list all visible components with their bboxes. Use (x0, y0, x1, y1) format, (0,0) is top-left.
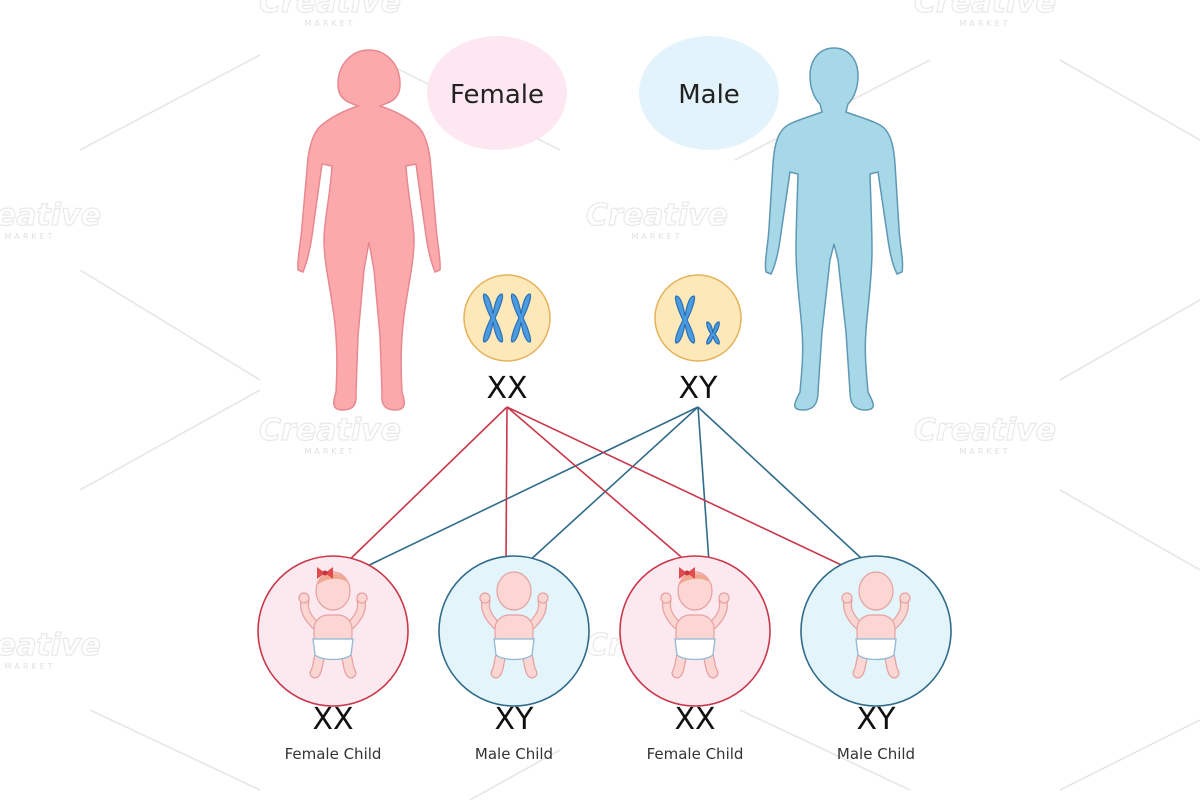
svg-text:MARKET: MARKET (959, 447, 1010, 456)
svg-text:Creative: Creative (914, 0, 1056, 20)
female-parent: Female (297, 36, 567, 411)
svg-text:Creative: Creative (914, 413, 1056, 448)
child-2: XY Male Child (438, 555, 590, 763)
father-link (697, 406, 875, 571)
mother-link (505, 406, 508, 563)
mother-link (338, 406, 508, 571)
child-label: Male Child (837, 745, 915, 763)
father-link (527, 406, 699, 563)
male-parent: Male (639, 36, 904, 411)
father-link (697, 406, 710, 563)
male-label: Male (678, 80, 740, 110)
child-1: XX Female Child (257, 555, 409, 763)
male-label-bubble (639, 36, 779, 150)
svg-text:Creative: Creative (259, 0, 401, 20)
female-label-bubble (427, 36, 567, 150)
svg-text:MARKET: MARKET (304, 19, 355, 28)
male-chromosome-circle (654, 274, 742, 362)
female-chromosomes: XX (463, 274, 551, 406)
child-genotype: XY (495, 702, 535, 737)
hair-bow-icon (317, 567, 333, 579)
baby-icon (298, 567, 368, 679)
child-genotype: XX (312, 702, 353, 737)
female-label: Female (450, 80, 544, 110)
baby-icon (841, 571, 911, 679)
male-genotype: XY (679, 371, 719, 406)
svg-text:MARKET: MARKET (959, 19, 1010, 28)
child-label: Female Child (647, 745, 744, 763)
hair-bow-icon (679, 567, 695, 579)
svg-text:Creative: Creative (259, 413, 401, 448)
chromosome-icon (674, 295, 720, 345)
man-silhouette-icon (764, 47, 904, 411)
watermark-lines (79, 54, 1200, 800)
child-label: Female Child (285, 745, 382, 763)
female-chromosome-circle (463, 274, 551, 362)
children: XX Female Child XY Male Child XX Female Child… (257, 555, 952, 763)
father-link (358, 406, 699, 571)
svg-text:Creative: Creative (586, 198, 728, 233)
svg-text:Creative: Creative (0, 628, 101, 663)
svg-text:MARKET: MARKET (4, 232, 55, 241)
female-genotype: XX (486, 371, 527, 406)
watermark-logos: CreativeMARKETCreativeMARKETCreativeMARK… (0, 0, 1057, 671)
svg-text:Creative: Creative (0, 198, 101, 233)
baby-icon (479, 571, 549, 679)
inheritance-links (338, 406, 875, 571)
child-label: Male Child (475, 745, 553, 763)
svg-text:MARKET: MARKET (631, 232, 682, 241)
chromosome-icon (482, 293, 532, 343)
mother-link (506, 406, 853, 571)
child-genotype: XX (674, 702, 715, 737)
child-3: XX Female Child (619, 555, 771, 763)
baby-icon (660, 567, 730, 679)
svg-text:MARKET: MARKET (4, 662, 55, 671)
male-chromosomes: XY (654, 274, 742, 406)
child-4: XY Male Child (800, 555, 952, 763)
child-genotype: XY (857, 702, 897, 737)
mother-link (506, 406, 688, 563)
woman-silhouette-icon (297, 49, 441, 411)
svg-text:MARKET: MARKET (304, 447, 355, 456)
